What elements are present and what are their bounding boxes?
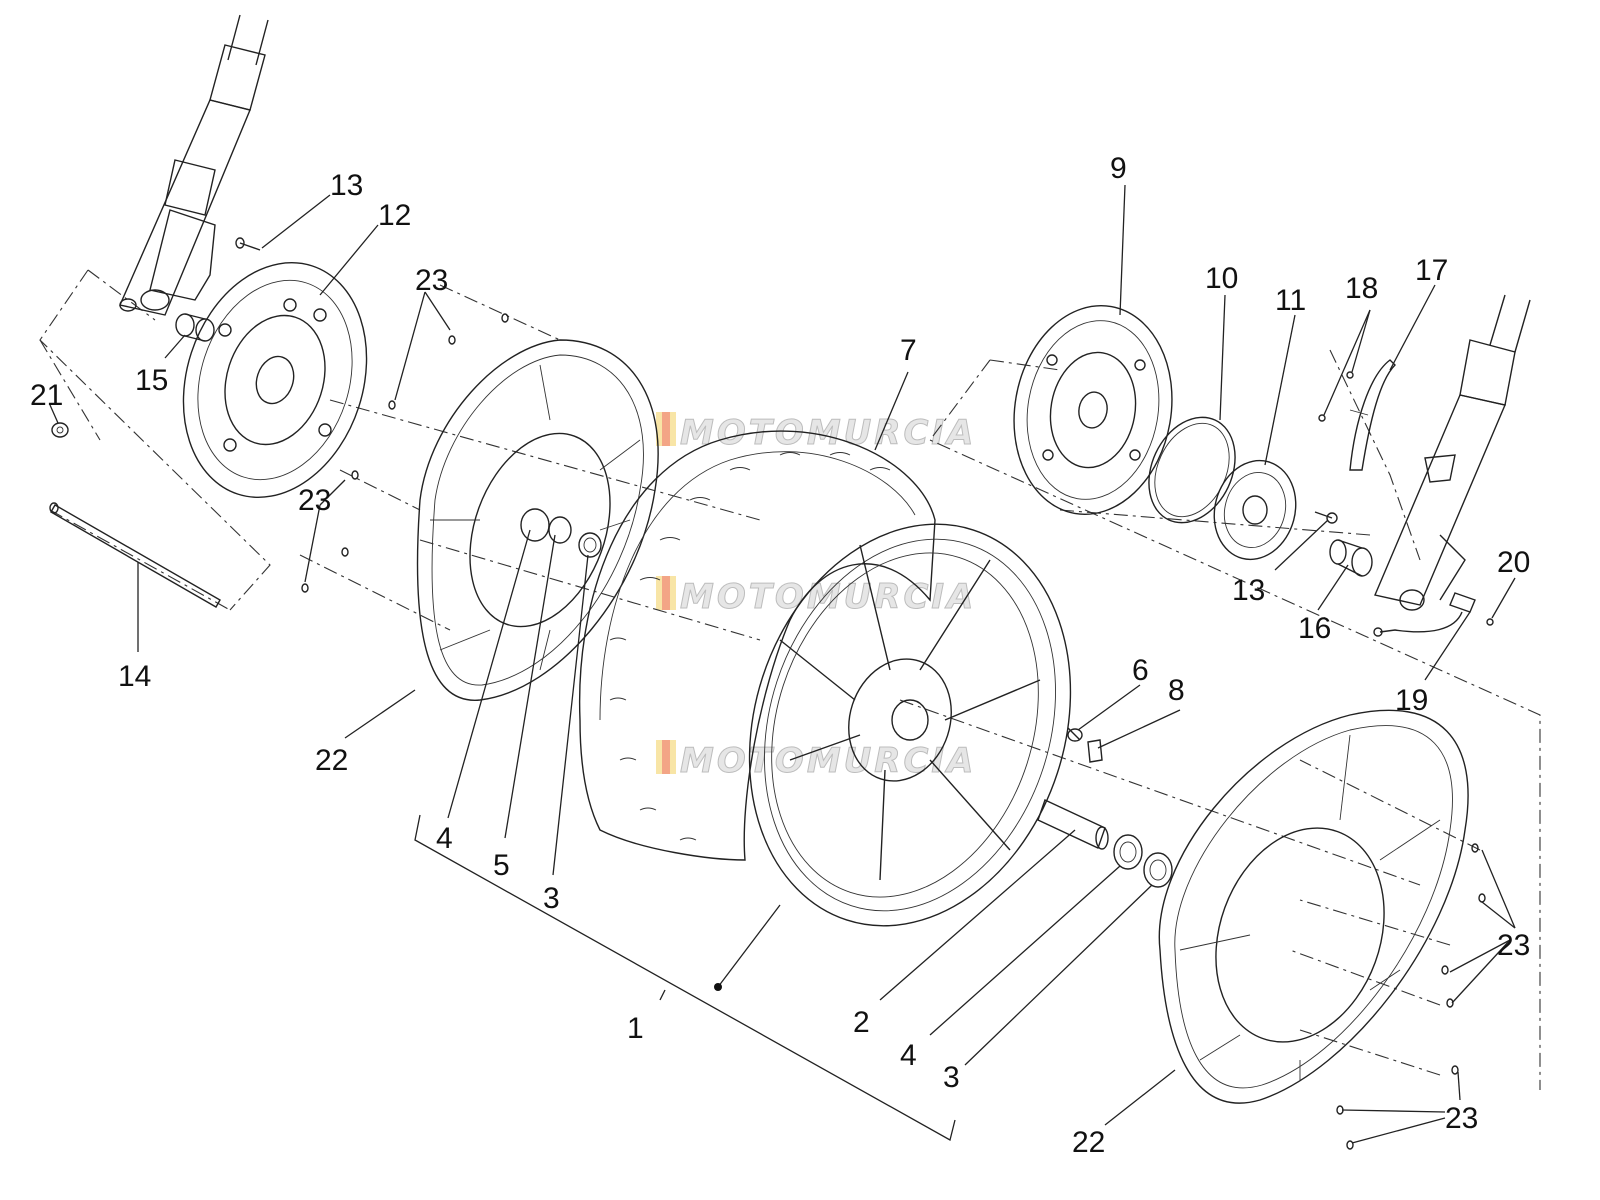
left-wheel-cover <box>416 339 659 701</box>
label-13-left: 13 <box>330 169 363 202</box>
right-seal <box>1143 852 1173 888</box>
label-22-left: 22 <box>315 744 348 777</box>
bracket-screws <box>1318 371 1354 422</box>
rim <box>748 523 1072 927</box>
watermark-1: MOTOMURCIA <box>680 413 976 453</box>
label-4-left: 4 <box>436 822 453 855</box>
label-12: 12 <box>378 199 411 232</box>
label-4-right: 4 <box>900 1039 917 1072</box>
label-19: 19 <box>1395 684 1428 717</box>
label-15: 15 <box>135 364 168 397</box>
left-disc-bolt <box>235 237 261 251</box>
left-cover-screws <box>301 313 509 593</box>
wheel-axle <box>49 502 221 608</box>
label-8: 8 <box>1168 674 1185 707</box>
left-spacer-part <box>175 313 215 342</box>
label-22-right: 22 <box>1072 1126 1105 1159</box>
abs-tone-wheel <box>1213 459 1297 561</box>
tire <box>578 430 936 861</box>
label-23-lower-left: 23 <box>298 484 331 517</box>
left-fork-leg <box>119 14 269 316</box>
label-10: 10 <box>1205 262 1238 295</box>
label-23-upper-right: 23 <box>1497 929 1530 962</box>
right-disc-bolt <box>1314 511 1338 524</box>
label-23-upper-left: 23 <box>415 264 448 297</box>
label-2: 2 <box>853 1006 870 1039</box>
assembly-guide-lines <box>39 269 1541 1090</box>
label-17: 17 <box>1415 254 1448 287</box>
leader-lines <box>49 184 1516 1144</box>
axle-spacer-tube <box>1037 799 1109 850</box>
label-5: 5 <box>493 849 510 882</box>
axle-nut <box>51 422 69 438</box>
left-brake-disc <box>182 261 368 499</box>
label-11: 11 <box>1275 284 1306 317</box>
label-14: 14 <box>118 660 151 693</box>
watermark-group: MOTOMURCIA MOTOMURCIA MOTOMURCIA <box>656 412 976 782</box>
label-9: 9 <box>1110 152 1127 185</box>
valve-part <box>1067 727 1083 742</box>
label-23-lower-right: 23 <box>1445 1102 1478 1135</box>
label-7: 7 <box>900 334 917 367</box>
label-16: 16 <box>1298 612 1331 645</box>
right-spacer-part <box>1329 539 1373 577</box>
right-brake-disc <box>1013 305 1173 515</box>
label-3-right: 3 <box>943 1061 960 1094</box>
label-6: 6 <box>1132 654 1149 687</box>
sensor-cable-bracket <box>1349 359 1396 471</box>
right-wheel-cover <box>1158 709 1469 1104</box>
right-bearing <box>1113 834 1143 870</box>
left-seal-part <box>578 532 602 558</box>
spacer-ring <box>1148 416 1236 524</box>
leader-dot <box>714 983 722 991</box>
label-20: 20 <box>1497 546 1530 579</box>
sensor-screw <box>1486 618 1494 626</box>
label-18: 18 <box>1345 272 1378 305</box>
right-fork-leg <box>1374 294 1531 611</box>
balance-weight <box>1087 739 1103 763</box>
watermark-2: MOTOMURCIA <box>680 577 976 617</box>
callout-labels: 13 12 23 15 21 23 14 22 4 5 3 7 9 10 11 … <box>30 152 1530 1159</box>
right-cover-screws <box>1336 843 1486 1150</box>
label-21: 21 <box>30 379 63 412</box>
label-3-left: 3 <box>543 882 560 915</box>
label-1: 1 <box>627 1012 644 1045</box>
label-13-right: 13 <box>1232 574 1265 607</box>
